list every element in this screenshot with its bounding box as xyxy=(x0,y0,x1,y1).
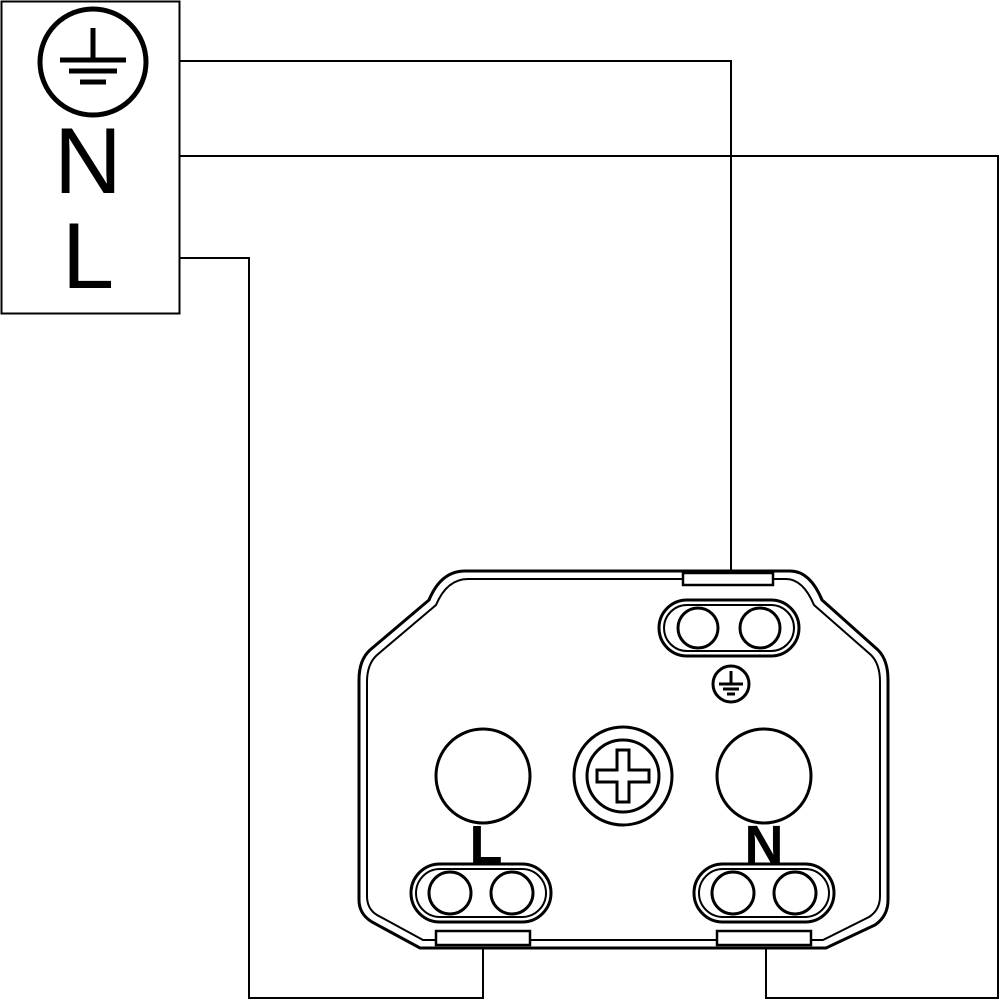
earth-ground-icon xyxy=(37,6,149,118)
supply-terminal-box: N L xyxy=(0,0,181,315)
supply-neutral-label: N xyxy=(54,108,122,213)
live-terminal-screw-2[interactable] xyxy=(489,870,535,916)
earth-terminal-screw-2[interactable] xyxy=(738,606,782,650)
earth-terminal-screw-1[interactable] xyxy=(676,606,720,650)
socket-inner-outline xyxy=(366,578,881,941)
neutral-terminal-block xyxy=(692,862,836,947)
earth-terminal-block xyxy=(657,571,801,658)
socket-insert: L N xyxy=(357,569,890,950)
neutral-pin-hole xyxy=(715,727,813,825)
screw-head-icon[interactable] xyxy=(572,725,674,827)
live-pin-hole xyxy=(434,727,532,825)
wires xyxy=(180,60,999,999)
neutral-wire xyxy=(180,155,999,999)
supply-live-label: L xyxy=(62,203,114,308)
live-terminal-screw-1[interactable] xyxy=(427,870,473,916)
earth-wire xyxy=(180,60,732,573)
neutral-terminal-screw-2[interactable] xyxy=(772,870,818,916)
neutral-terminal-screw-1[interactable] xyxy=(710,870,756,916)
earth-ground-icon xyxy=(711,664,751,704)
live-wire xyxy=(180,257,484,999)
live-terminal-block xyxy=(409,862,553,947)
